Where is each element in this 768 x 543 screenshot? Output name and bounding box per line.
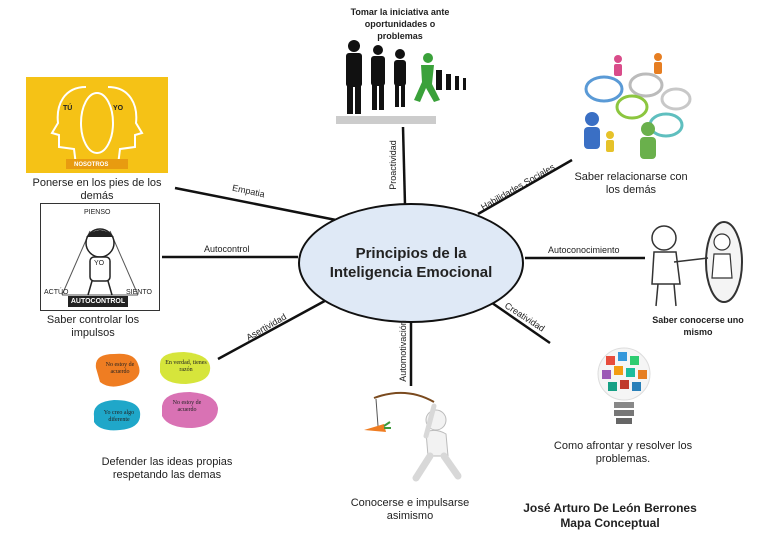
label-autoconocimiento: Autoconocimiento — [548, 245, 620, 255]
label-automotivacion: Automotivación — [397, 320, 408, 382]
thinking-boy-icon — [61, 228, 139, 296]
line-habilidades — [477, 158, 573, 216]
autocontrol-pienso: PIENSO — [84, 209, 111, 216]
caption-asertividad: Defender las ideas propias respetando la… — [101, 456, 233, 481]
autocontrol-yo: YO — [94, 260, 105, 267]
caption-autoconocimiento: Saber conocerse uno mismo — [652, 315, 744, 337]
lightbulb-icon — [597, 347, 651, 424]
bubble-text-4: No estoy de acuerdo — [172, 400, 202, 413]
autocontrol-banner: AUTOCONTROL — [68, 296, 128, 307]
proactive-people-icon — [336, 40, 466, 124]
central-concept: Principios de la Inteligencia Emocional — [298, 203, 524, 323]
caption-habilidades: Saber relacionarse con los demás — [574, 171, 688, 196]
autocontrol-actuo: ACTÚO — [44, 289, 69, 296]
label-autocontrol: Autocontrol — [204, 244, 250, 254]
caption-creatividad: Como afrontar y resolver los problemas. — [553, 440, 693, 465]
two-heads-icon — [50, 86, 144, 169]
line-asertividad — [217, 295, 333, 361]
line-proactividad — [401, 126, 407, 206]
caption-proactividad: Tomar la iniciativa ante oportunidades o… — [350, 7, 450, 41]
empatia-nosotros: NOSOTROS — [74, 162, 109, 168]
author-block: José Arturo De León Berrones Mapa Concep… — [510, 501, 710, 531]
caption-automotivacion: Conocerse e impulsarse asimismo — [350, 497, 470, 522]
social-network-icon — [584, 53, 692, 159]
empatia-yo: YO — [113, 105, 124, 112]
caption-empatia: Ponerse en los pies de los demás — [32, 177, 162, 202]
central-title: Principios de la Inteligencia Emocional — [329, 245, 493, 281]
bubble-text-1: No estoy de acuerdo — [105, 362, 135, 375]
caption-autocontrol: Saber controlar los impulsos — [46, 314, 140, 339]
autocontrol-siento: SIENTO — [126, 289, 152, 296]
bubble-text-2: En verdad, tienes razón — [165, 360, 207, 373]
label-proactividad: Proactividad — [387, 140, 398, 190]
mirror-person-icon — [651, 221, 743, 307]
author-name: José Arturo De León Berrones — [523, 501, 697, 515]
carrot-motivation-icon — [364, 391, 462, 482]
bubble-text-3: Yo creo algo diferente — [103, 410, 135, 423]
speech-bubbles-icon — [93, 352, 218, 431]
author-subtitle: Mapa Conceptual — [560, 516, 660, 530]
empatia-tu: TÚ — [63, 105, 73, 112]
line-empatia — [174, 186, 337, 222]
